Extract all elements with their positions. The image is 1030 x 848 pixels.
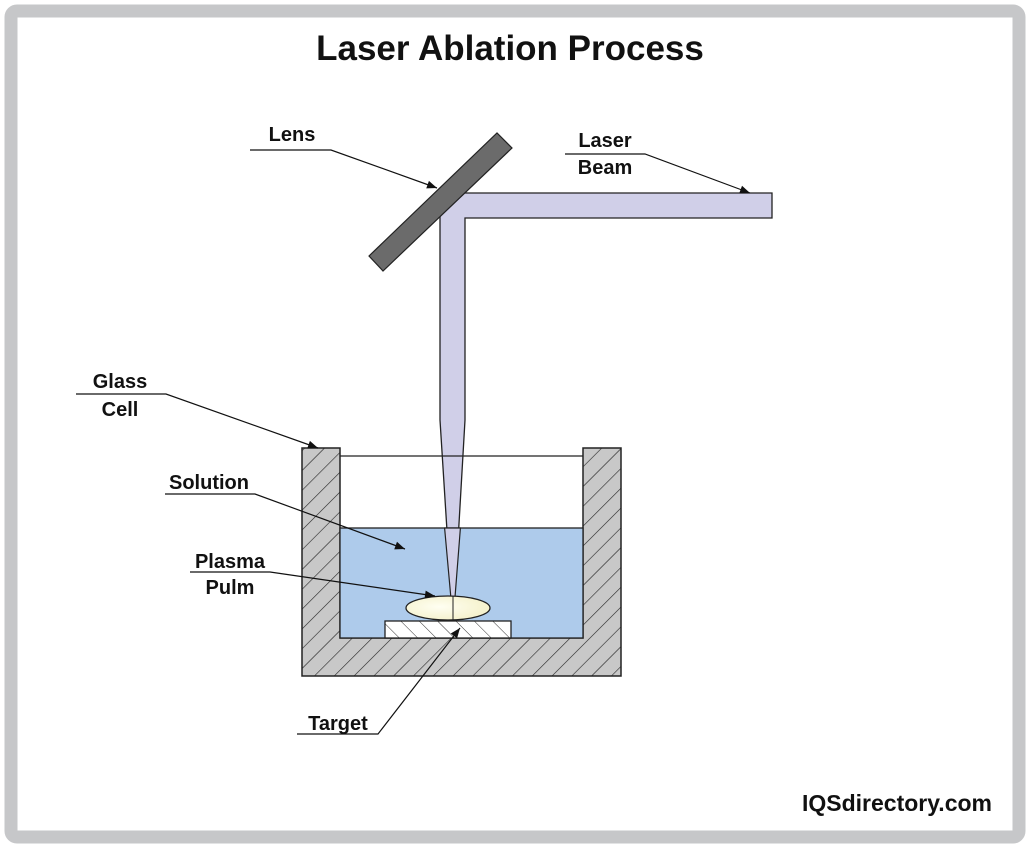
label-glass-cell-line2: Cell <box>102 399 139 421</box>
lens <box>368 132 513 272</box>
label-glass-cell-line1: Glass <box>93 371 147 393</box>
diagram-title: Laser Ablation Process <box>316 29 704 68</box>
label-plasma-pulm-line1: Plasma <box>195 551 266 573</box>
target <box>384 620 512 639</box>
glass-cell <box>301 447 622 677</box>
leader-solution <box>165 493 406 550</box>
label-plasma-pulm-line2: Pulm <box>206 577 255 599</box>
label-solution: Solution <box>169 472 249 494</box>
leader-plasma-pulm <box>190 571 436 599</box>
label-lens: Lens <box>269 124 316 146</box>
label-laser-beam-line2: Beam <box>578 157 632 179</box>
watermark-iqsdirectory: IQSdirectory.com <box>802 790 992 816</box>
laser-beam <box>439 192 773 611</box>
label-target: Target <box>308 713 368 735</box>
leader-laser-beam <box>565 153 751 194</box>
leader-lens <box>250 149 438 189</box>
leader-target <box>297 627 461 735</box>
leader-glass-cell <box>76 393 319 449</box>
label-laser-beam-line1: Laser <box>578 130 632 152</box>
frame-border <box>4 4 1026 844</box>
plasma-plume <box>405 595 491 621</box>
